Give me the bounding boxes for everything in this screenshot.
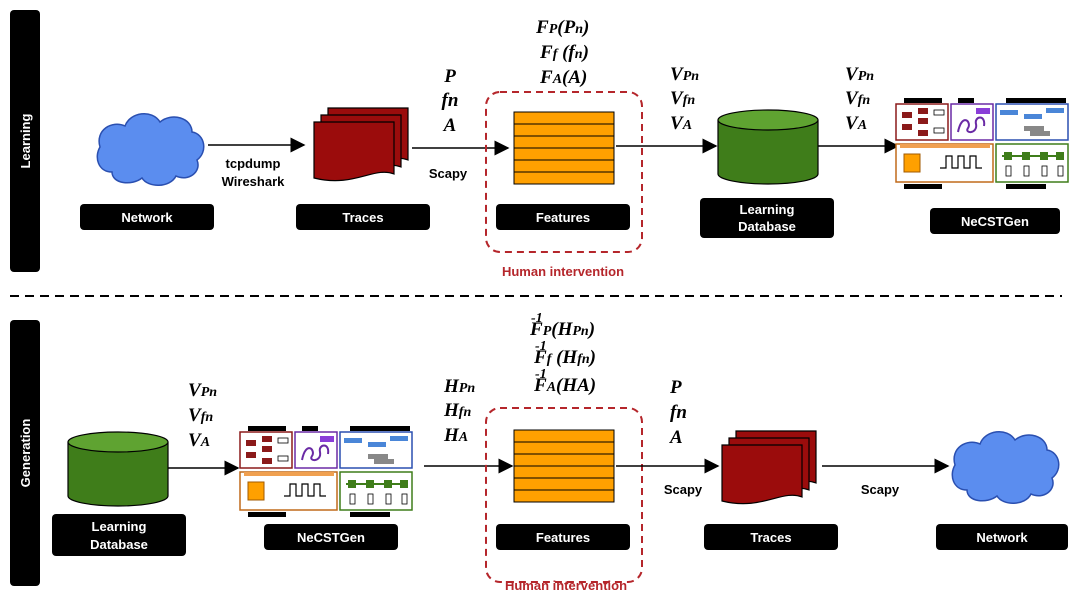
inv-func-ff: Ff (Hfn) (533, 347, 596, 368)
h-fn: Hfn (443, 400, 471, 421)
h-pn: HPn (443, 376, 475, 397)
gen-necstgen-label-box: NeCSTGen (264, 524, 398, 550)
inv-exp-3: -1 (535, 367, 547, 382)
var-p: P (443, 66, 456, 87)
gen-db-label-line1: Learning (92, 519, 147, 534)
vec-vf: Vfn (670, 88, 695, 109)
gen-features-icon (513, 429, 615, 503)
gen-network-label: Network (976, 530, 1028, 545)
traces-icon (313, 107, 409, 182)
gen-traces-icon (721, 430, 817, 505)
necstgen-icon (895, 97, 1069, 190)
network-cloud-icon (96, 112, 205, 187)
out-a: A (669, 427, 683, 448)
tool-scapy: Scapy (429, 166, 468, 181)
gen-network-cloud-icon (951, 430, 1060, 505)
vec-vf-2: Vfn (845, 88, 870, 109)
features-label-box: Features (496, 204, 630, 230)
tool-tcpdump: tcpdump (226, 156, 281, 171)
gen-vec-vp: VPn (188, 380, 217, 401)
gen-db-label-box: Learning Database (52, 514, 186, 556)
database-icon (717, 109, 819, 185)
inv-func-fa: FA(HA) (533, 375, 596, 396)
gen-network-label-box: Network (936, 524, 1068, 550)
func-fa: FA(A) (539, 67, 587, 88)
vec-va-2: VA (845, 113, 867, 134)
gen-traces-label: Traces (750, 530, 791, 545)
network-label-box: Network (80, 204, 214, 230)
human-intervention-box-learning (485, 91, 643, 253)
learning-phase-bar: Learning (10, 10, 40, 272)
out-fn: fn (670, 402, 687, 423)
gen-traces-label-box: Traces (704, 524, 838, 550)
gen-tool-scapy-1: Scapy (664, 482, 703, 497)
gen-features-label: Features (536, 530, 590, 545)
human-intervention-label-learning: Human intervention (502, 264, 624, 279)
features-icon (513, 111, 615, 185)
func-ff: Ff (fn) (539, 42, 589, 63)
inv-exp-1: -1 (531, 311, 543, 326)
traces-label-box: Traces (296, 204, 430, 230)
db-label-box: Learning Database (700, 198, 834, 238)
network-label: Network (121, 210, 173, 225)
var-fn: fn (442, 90, 459, 111)
features-label: Features (536, 210, 590, 225)
gen-vec-va: VA (188, 430, 210, 451)
necstgen-label-box: NeCSTGen (930, 208, 1060, 234)
gen-db-label-line2: Database (90, 537, 148, 552)
out-p: P (669, 377, 682, 398)
gen-database-icon (67, 431, 169, 507)
generation-phase-label: Generation (18, 419, 33, 488)
func-fp: FP(Pn) (535, 17, 589, 38)
tool-wireshark: Wireshark (222, 174, 286, 189)
generation-phase-bar: Generation (10, 320, 40, 586)
vec-va: VA (670, 113, 692, 134)
var-a: A (443, 115, 457, 136)
gen-necstgen-icon (239, 425, 413, 518)
vec-vp-2: VPn (845, 64, 874, 85)
gen-vec-vf: Vfn (188, 405, 213, 426)
h-a: HA (443, 425, 468, 446)
necstgen-label: NeCSTGen (961, 214, 1029, 229)
traces-label: Traces (342, 210, 383, 225)
inv-func-fp: FP(HPn) (529, 319, 595, 340)
human-intervention-label-generation: Human intervention (505, 578, 627, 593)
db-label-line1: Learning (740, 202, 795, 217)
gen-necstgen-label: NeCSTGen (297, 530, 365, 545)
learning-phase-label: Learning (18, 113, 33, 168)
gen-tool-scapy-2: Scapy (861, 482, 900, 497)
inv-exp-2: -1 (535, 339, 547, 354)
human-intervention-box-generation (485, 407, 643, 583)
gen-features-label-box: Features (496, 524, 630, 550)
vec-vp: VPn (670, 64, 699, 85)
db-label-line2: Database (738, 219, 796, 234)
